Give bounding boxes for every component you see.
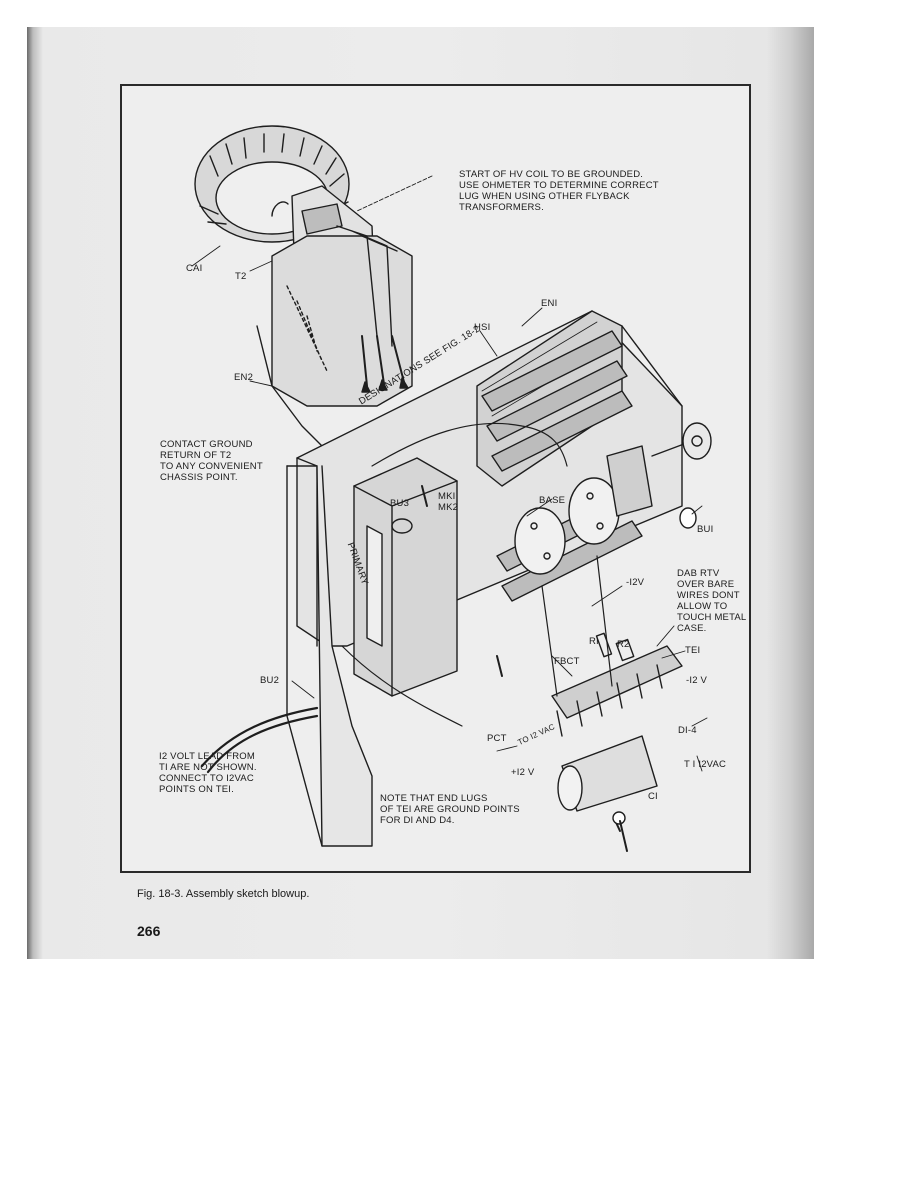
potentiometer xyxy=(606,422,712,529)
transistor-sockets xyxy=(514,477,620,575)
label-en2: EN2 xyxy=(234,372,254,383)
transformer-primary xyxy=(353,457,458,697)
label-minus12v-lower: -I2 V xyxy=(686,675,708,686)
leader-lines xyxy=(191,175,708,772)
flyback-t2 xyxy=(271,185,413,407)
label-bu2: BU2 xyxy=(260,675,280,686)
label-minus12v-upper: -I2V xyxy=(626,577,645,588)
assembly-drawing xyxy=(191,125,712,852)
label-r2: R2 xyxy=(617,639,630,650)
label-ri: RI xyxy=(589,636,599,647)
capacitor-ci xyxy=(557,735,658,832)
label-bui: BUI xyxy=(697,524,714,535)
note-twelve-volt-lead: I2 VOLT LEAD FROM TI ARE NOT SHOWN. CONN… xyxy=(159,751,257,795)
label-pct: PCT xyxy=(487,733,507,744)
label-ci: CI xyxy=(648,791,658,802)
label-fbct: FBCT xyxy=(554,656,580,667)
label-di4: DI-4 xyxy=(678,725,697,736)
label-cai: CAI xyxy=(186,263,203,274)
terminal-strip-tei xyxy=(551,632,683,737)
label-ti12vac: T I I2VAC xyxy=(684,759,727,770)
page-number: 266 xyxy=(137,923,161,939)
figure-frame: CAI T2 EN2 ENI HSI BU3 MKI MK2 BASE BUI … xyxy=(120,84,751,873)
label-plus12v: +I2 V xyxy=(511,767,535,778)
figure-caption: Fig. 18-3. Assembly sketch blowup. xyxy=(137,888,310,900)
label-mki: MKI xyxy=(438,491,456,502)
note-end-lugs: NOTE THAT END LUGS OF TEI ARE GROUND POI… xyxy=(380,793,520,826)
label-hsi: HSI xyxy=(474,322,491,333)
label-base: BASE xyxy=(539,495,566,506)
label-bu3: BU3 xyxy=(390,498,410,509)
note-dab-rtv: DAB RTV OVER BARE WIRES DONT ALLOW TO TO… xyxy=(677,568,747,634)
label-mk2: MK2 xyxy=(438,502,459,513)
note-hv-coil: START OF HV COIL TO BE GROUNDED. USE OHM… xyxy=(459,169,659,213)
label-t2: T2 xyxy=(235,271,247,282)
label-eni: ENI xyxy=(541,298,558,309)
label-tei: TEI xyxy=(685,645,701,656)
note-contact-ground: CONTACT GROUND RETURN OF T2 TO ANY CONVE… xyxy=(160,439,263,483)
